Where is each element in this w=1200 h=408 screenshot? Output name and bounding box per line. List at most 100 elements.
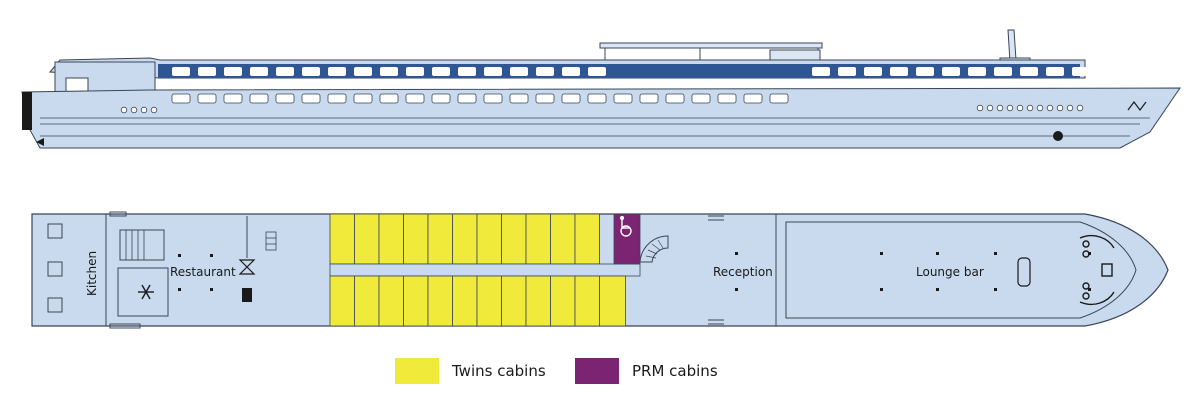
twins-cabin [599,275,626,327]
spiral-staircase [639,235,669,263]
legend: Twins cabins PRM cabins [395,358,718,384]
window-band [158,64,1080,78]
lower-window [379,93,399,104]
twins-cabin [354,275,380,327]
twins-cabin [476,275,502,327]
legend-prm-swatch [575,358,619,384]
porthole [996,104,1004,112]
lower-window [275,93,295,104]
lower-window [405,93,425,104]
porthole [150,106,158,114]
lower-window [769,93,789,104]
lower-window [327,93,347,104]
twins-cabin [550,275,576,327]
upper-window [994,67,1012,76]
portholes [120,104,1084,114]
porthole [1016,104,1024,112]
lower-window [717,93,737,104]
upper-window [890,67,908,76]
snowflake-icon [138,284,154,300]
lower-window [457,93,477,104]
upper-window [588,67,606,76]
prm-cabin [613,213,641,265]
upper-window [812,67,830,76]
upper-window [458,67,476,76]
side-elevation [21,29,1181,149]
cabin-block [329,213,641,327]
upper-window [276,67,294,76]
legend-prm-label: PRM cabins [632,362,718,380]
upper-window [510,67,528,76]
twins-cabin [427,213,453,265]
porthole [140,106,148,114]
lower-window [249,93,269,104]
upper-window [484,67,502,76]
upper-window [406,67,424,76]
lower-window [535,93,555,104]
twins-cabin [378,213,404,265]
legend-twins-swatch [395,358,439,384]
porthole [130,106,138,114]
stern [22,92,32,130]
twins-cabin [452,213,478,265]
lower-window [587,93,607,104]
bow-seating [1079,234,1115,306]
porthole [1066,104,1074,112]
upper-window [942,67,960,76]
upper-window [1072,67,1090,76]
twins-cabin [525,275,551,327]
propeller-icon [36,138,44,146]
twins-cabin [354,213,380,265]
upper-window [198,67,216,76]
lower-window [509,93,529,104]
upper-window [380,67,398,76]
twins-cabin [501,275,527,327]
upper-window [172,67,190,76]
restaurant-label: Restaurant [170,265,236,279]
porthole [1046,104,1054,112]
upper-windows [172,67,1090,76]
kitchen-label: Kitchen [85,251,99,296]
upper-window [250,67,268,76]
twins-cabin [574,275,600,327]
twins-cabin [501,213,527,265]
porthole [1076,104,1084,112]
lower-window [301,93,321,104]
legend-twins-label: Twins cabins [451,362,546,380]
lower-window [639,93,659,104]
sun-deck-awning [599,42,823,49]
mast [1007,29,1017,63]
porthole [986,104,994,112]
porthole [976,104,984,112]
lower-window [691,93,711,104]
upper-window [1046,67,1064,76]
twins-cabin [525,213,551,265]
lower-window [743,93,763,104]
lounge-bar-counter [1017,257,1031,287]
lower-windows [171,93,789,104]
wheelchair-icon [619,215,632,237]
lower-window [483,93,503,104]
twins-cabin [476,213,502,265]
lower-window [665,93,685,104]
cabin-corridor [329,263,641,277]
upper-window [302,67,320,76]
lower-window [613,93,633,104]
anchor-icon [1053,131,1063,141]
lower-window [197,93,217,104]
upper-window [328,67,346,76]
lift-icon [238,259,256,275]
twins-cabin [452,275,478,327]
reception-label: Reception [713,265,773,279]
upper-window [838,67,856,76]
bar-counter [242,288,252,302]
upper-window [1020,67,1038,76]
lounge-bar-label: Lounge bar [916,265,984,279]
twins-cabin [427,275,453,327]
lower-window [171,93,191,104]
porthole [1036,104,1044,112]
lower-window [353,93,373,104]
twins-cabin [378,275,404,327]
upper-window [562,67,580,76]
